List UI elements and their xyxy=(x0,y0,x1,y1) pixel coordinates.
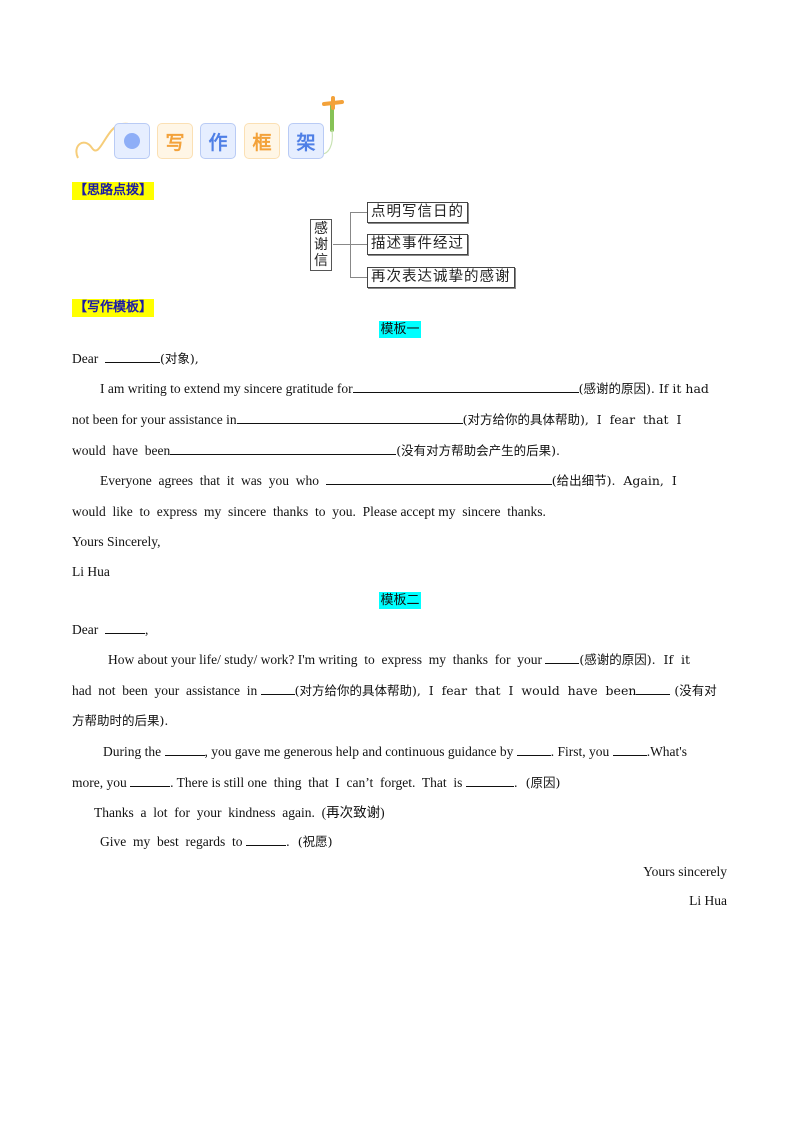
text: not been for your assistance in xyxy=(72,412,237,427)
mindmap-root-char: 信 xyxy=(314,253,328,269)
text: . (祝愿) xyxy=(285,834,333,849)
blank xyxy=(465,774,514,787)
mindmap-connector xyxy=(350,244,367,245)
template1-title: 模板一 xyxy=(0,321,800,338)
banner-tile: 写 xyxy=(157,123,193,159)
text: , xyxy=(144,622,149,637)
template2-p1-line1: How about your life/ study/ work? I'm wr… xyxy=(72,651,728,669)
mindmap-connector xyxy=(333,244,350,245)
blank xyxy=(636,682,671,695)
banner-tile: 作 xyxy=(200,123,236,159)
banner-tile-dot xyxy=(114,123,150,159)
mindmap-root-char: 感 xyxy=(314,221,328,237)
mindmap-branch: 描述事件经过 xyxy=(367,234,468,255)
blank xyxy=(130,774,171,787)
mindmap-root: 感 谢 信 xyxy=(310,219,332,271)
blank xyxy=(164,743,205,756)
banner-tile: 架 xyxy=(288,123,324,159)
template2-closing: Yours sincerely xyxy=(643,864,727,879)
text: (给出细节). Again, I xyxy=(551,473,677,488)
salutation-note: (对象), xyxy=(159,351,199,366)
text: I am writing to extend my sincere gratit… xyxy=(100,381,353,396)
blank xyxy=(325,472,552,485)
text: would like to express my sincere thanks … xyxy=(72,504,546,519)
template2-salutation: Dear , xyxy=(72,621,728,639)
dot-icon xyxy=(124,133,140,149)
text: 方帮助时的后果). xyxy=(72,713,169,728)
section-label-template: 【写作模板】 xyxy=(72,299,155,317)
text: . First, you xyxy=(550,744,610,759)
template1-salutation: Dear (对象), xyxy=(72,350,728,368)
salutation-text: Dear xyxy=(72,622,99,637)
template1-p1-line3: would have been (没有对方帮助会产生的后果). xyxy=(72,442,728,460)
text: How about your life/ study/ work? I'm wr… xyxy=(108,652,542,667)
text: Everyone agrees that it was you who xyxy=(100,473,319,488)
text: (感谢的原因). If it xyxy=(579,652,691,667)
text: Thanks a lot for your kindness again. (再… xyxy=(94,805,385,820)
text: . (原因) xyxy=(513,775,561,790)
template1-closing: Yours Sincerely, xyxy=(72,534,161,549)
template2-thanks: Thanks a lot for your kindness again. (再… xyxy=(72,804,728,822)
template2-title: 模板二 xyxy=(0,592,800,609)
template2-p2-line2: more, you . There is still one thing tha… xyxy=(72,774,728,792)
text: (感谢的原因). If it had xyxy=(578,381,709,396)
text: would have been xyxy=(72,443,171,458)
blank xyxy=(516,743,551,756)
blank xyxy=(104,621,145,634)
blank xyxy=(352,380,579,393)
salutation-text: Dear xyxy=(72,351,99,366)
text: (对方给你的具体帮助), I fear that I xyxy=(462,412,682,427)
text: more, you xyxy=(72,775,127,790)
text: (没有对方帮助会产生的后果). xyxy=(396,443,560,458)
mindmap-connector xyxy=(350,277,367,278)
text: . There is still one thing that I can’t … xyxy=(170,775,463,790)
template2-regards: Give my best regards to . (祝愿) xyxy=(72,833,728,851)
template2-p1-line3: 方帮助时的后果). xyxy=(72,712,728,730)
template2-p1-line2: had not been your assistance in (对方给你的具体… xyxy=(72,682,728,700)
blank xyxy=(545,651,580,664)
text: , you gave me generous help and continuo… xyxy=(204,744,514,759)
mindmap-branch: 再次表达诚挚的感谢 xyxy=(367,267,515,288)
banner-tile: 框 xyxy=(244,123,280,159)
text: had not been your assistance in xyxy=(72,683,258,698)
template1-title-text: 模板一 xyxy=(379,321,421,338)
template1-p2-line1: Everyone agrees that it was you who (给出细… xyxy=(72,472,728,490)
mindmap-root-char: 谢 xyxy=(314,237,328,253)
blank xyxy=(612,743,647,756)
text: Give my best regards to xyxy=(100,834,243,849)
section-label-hint: 【思路点拨】 xyxy=(72,182,155,200)
template2-title-text: 模板二 xyxy=(379,592,421,609)
text: (对方给你的具体帮助), I fear that I would have be… xyxy=(294,683,637,698)
blank xyxy=(245,833,286,846)
mindmap-connector xyxy=(350,212,367,213)
blank xyxy=(170,442,397,455)
text: During the xyxy=(103,744,162,759)
text: .What's xyxy=(646,744,687,759)
blank xyxy=(260,682,295,695)
template1-signature: Li Hua xyxy=(72,564,110,579)
blank xyxy=(236,411,463,424)
template1-p2-line2: would like to express my sincere thanks … xyxy=(72,503,728,521)
text: (没有对 xyxy=(670,683,717,698)
blank xyxy=(104,350,160,363)
mindmap-branch: 点明写信日的 xyxy=(367,202,468,223)
template2-p2-line1: During the , you gave me generous help a… xyxy=(72,743,728,761)
template1-p1-line1: I am writing to extend my sincere gratit… xyxy=(72,380,728,398)
template2-signature: Li Hua xyxy=(689,893,727,908)
writing-framework-banner: 写 作 框 架 xyxy=(70,96,370,168)
template1-p1-line2: not been for your assistance in (对方给你的具体帮… xyxy=(72,411,728,429)
